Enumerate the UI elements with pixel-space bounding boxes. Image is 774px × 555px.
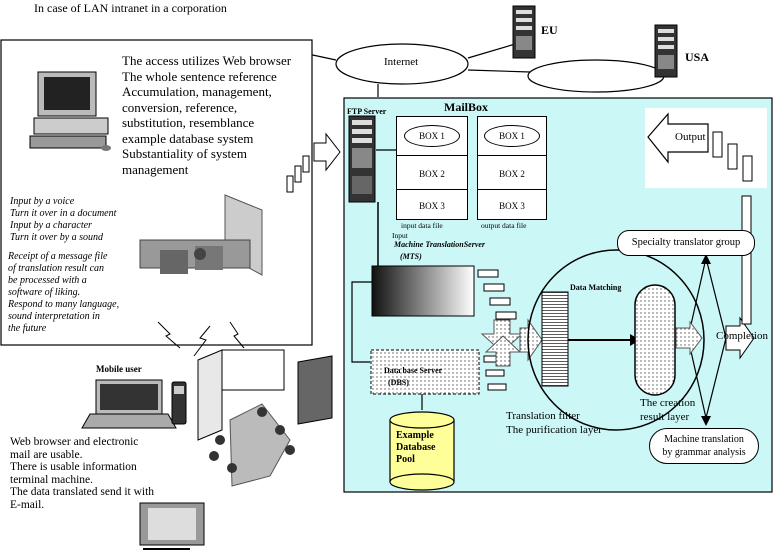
laptop-icon (81, 379, 177, 429)
creation-result-label: The creation result layer (640, 396, 695, 424)
usa-label: USA (685, 50, 710, 64)
ftp-server-icon (348, 115, 376, 203)
filter-arrow (519, 318, 543, 362)
creation-line: The creation (640, 397, 696, 409)
input-label: Input (392, 231, 408, 240)
mobile-note: terminal machine. (10, 473, 94, 486)
internet-label: Internet (384, 56, 419, 68)
steps-arrow-icon (286, 132, 341, 193)
input-method: Input by a voice (10, 196, 75, 207)
eu-server-icon (512, 5, 536, 59)
output-data-file-label: output data file (481, 221, 527, 230)
output-label: Output (675, 131, 706, 143)
receipt-note: be processed with a (8, 275, 87, 286)
desktop-pc-icon (29, 71, 111, 151)
header-caption: In case of LAN intranet in a corporation (34, 1, 227, 15)
input-method: Input by a character (10, 220, 92, 231)
output-box-3: BOX 3 (499, 201, 525, 211)
feature-line: example database system (122, 130, 254, 146)
receipt-note: Receipt of a message file (8, 251, 108, 262)
feature-line: conversion, reference, (122, 99, 238, 115)
input-mailbox: BOX 1 BOX 2 BOX 3 (396, 116, 468, 220)
mobile-note: There is usable information (10, 461, 137, 473)
feature-line: The whole sentence reference (122, 68, 277, 84)
ftp-server-label: FTP Server (347, 107, 387, 116)
example-db-line: Example (396, 430, 434, 441)
example-db-line: Pool (396, 454, 415, 465)
eu-label: EU (541, 23, 558, 37)
mts-down-arrow (480, 319, 524, 353)
internet-cloud (335, 43, 469, 85)
mobile-note: mail are usable. (10, 448, 83, 461)
feature-line: The access utilizes Web browser (122, 53, 292, 68)
input-method: Turn it over in a document (10, 208, 117, 219)
mobile-user-label: Mobile user (96, 364, 142, 374)
input-box-3: BOX 3 (419, 201, 445, 211)
receipt-note: sound interpretation in (8, 311, 100, 322)
pda-icon (139, 502, 205, 550)
input-methods: Input by a voice Turn it over in a docum… (10, 196, 116, 244)
output-box-1: BOX 1 (484, 125, 540, 147)
feature-line: Substantiality of system (122, 146, 247, 161)
receipt-note: software of liking. (8, 287, 81, 298)
output-mailbox: BOX 1 BOX 2 BOX 3 (477, 116, 547, 220)
filter-line: The purification layer (506, 424, 602, 436)
data-matching-label: Data Matching (570, 283, 622, 292)
wireless-bolt-icon (229, 321, 245, 349)
grammar-analysis-node: Machine translation by grammar analysis (649, 428, 759, 464)
grammar-line: by grammar analysis (662, 447, 746, 458)
creation-line: result layer (640, 411, 690, 423)
feature-line: substitution, resemblance (122, 115, 255, 130)
dbs-server (370, 349, 480, 395)
creation-result-layer (634, 284, 676, 396)
mts-abbr: (MTS) (400, 252, 422, 261)
output-box-2: BOX 2 (499, 169, 525, 179)
receipt-note: the future (8, 323, 47, 334)
mobile-note: The data translated send it with (10, 486, 155, 498)
completion-label: Completion (716, 330, 768, 342)
feature-line: management (122, 161, 189, 177)
filter-line: Translation filter (506, 410, 580, 422)
mobile-note: E-mail. (10, 498, 45, 511)
dbs-label: Data base Server (384, 366, 443, 375)
example-db-line: Database (396, 442, 436, 453)
mobile-notes: Web browser and electronic mail are usab… (10, 436, 154, 511)
feature-list: The access utilizes Web browser The whol… (122, 53, 291, 177)
example-db-label: Example Database Pool (396, 430, 435, 466)
mts-server (371, 265, 475, 317)
wireless-bolt-icon (193, 325, 211, 357)
input-box-2: BOX 2 (419, 169, 445, 179)
office-illustration (139, 194, 263, 276)
translation-filter (541, 291, 569, 387)
receipt-notes: Receipt of a message file of translation… (8, 251, 119, 335)
mts-label: Machine TranslationServer (394, 240, 486, 249)
input-data-file-label: input data file (401, 221, 443, 230)
input-box-1: BOX 1 (404, 125, 460, 147)
dbs-up-arrow (484, 335, 522, 367)
specialty-translator-group: Specialty translator group (617, 230, 755, 256)
matching-loop (527, 249, 705, 431)
wireless-bolt-icon (157, 321, 181, 349)
feature-line: Accumulation, management, (122, 84, 272, 99)
meeting-room-illustration (197, 349, 333, 487)
dbs-abbr: (DBS) (388, 378, 409, 387)
usa-server-icon (654, 24, 678, 78)
grammar-line: Machine translation (664, 434, 744, 445)
example-database-cylinder (389, 411, 455, 491)
receipt-note: Respond to many language, (8, 299, 120, 310)
mobile-note: Web browser and electronic (10, 436, 139, 448)
receipt-note: of translation result can (8, 263, 105, 274)
phone-icon (171, 381, 187, 425)
translation-filter-label: Translation filter The purification laye… (506, 409, 602, 437)
mailbox-title: MailBox (444, 100, 488, 114)
input-method: Turn it over by a sound (10, 232, 104, 243)
output-arrow (647, 112, 709, 164)
internet-cloud-2 (527, 59, 665, 93)
